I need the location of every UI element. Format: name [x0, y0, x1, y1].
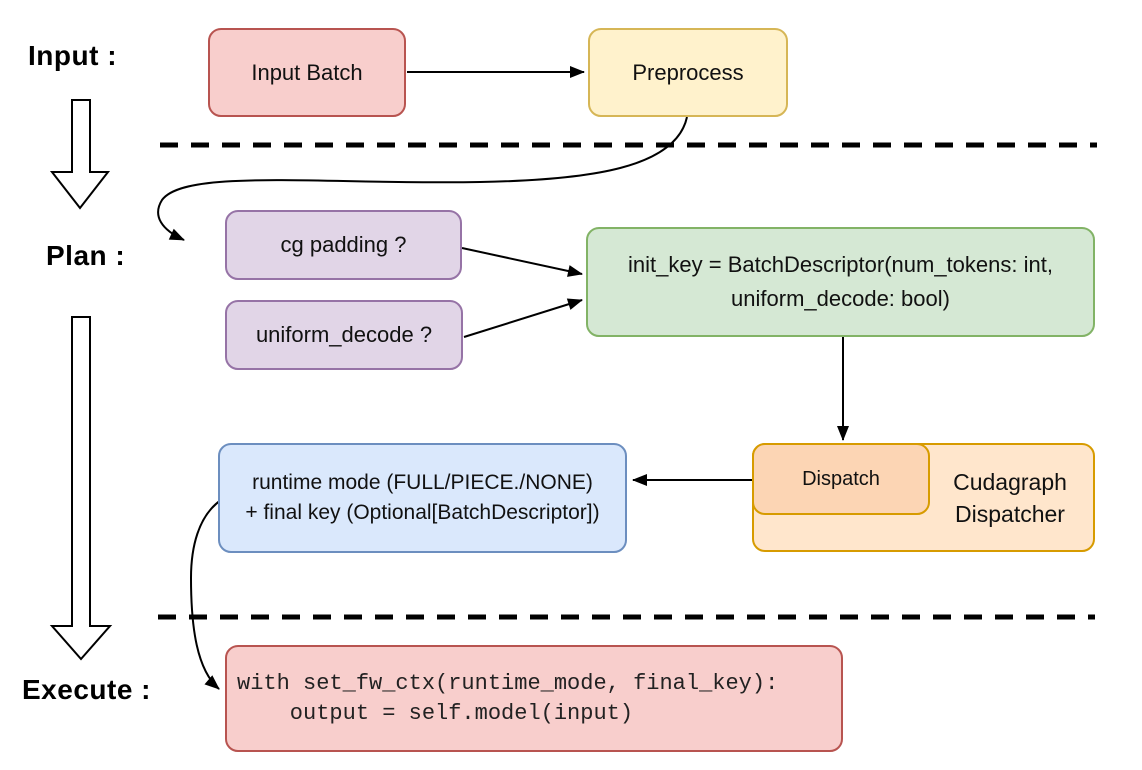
execute-code-line2: output = self.model(input) [237, 700, 634, 726]
execute-code-line1: with set_fw_ctx(runtime_mode, final_key)… [237, 670, 779, 696]
connector-uniformdecode-initkey [463, 298, 583, 338]
stage-label-plan: Plan : [46, 240, 126, 271]
node-uniform-decode-label: uniform_decode ? [255, 322, 433, 347]
node-runtime-mode-line2: + final key (Optional[BatchDescriptor]) [245, 501, 600, 524]
node-init-key-line2: uniform_decode: bool) [731, 286, 950, 311]
stage-label-input: Input : [28, 40, 118, 71]
node-input-batch-label: Input Batch [251, 59, 363, 85]
node-uniform-decode: uniform_decode ? [225, 300, 463, 370]
node-cg-padding: cg padding ? [225, 210, 462, 280]
down-arrow-icon [49, 316, 113, 661]
node-runtime-mode: runtime mode (FULL/PIECE./NONE) + final … [218, 443, 627, 553]
cudagraph-label-line2: Dispatcher [955, 501, 1065, 527]
node-input-batch: Input Batch [208, 28, 406, 117]
cudagraph-label-line1: Cudagraph [953, 469, 1067, 495]
node-execute-code: with set_fw_ctx(runtime_mode, final_key)… [225, 645, 843, 752]
node-runtime-mode-line1: runtime mode (FULL/PIECE./NONE) [252, 471, 593, 494]
node-cudagraph-dispatcher-label: Cudagraph Dispatcher [930, 466, 1090, 530]
node-dispatch: Dispatch [752, 443, 930, 515]
node-cg-padding-label: cg padding ? [280, 232, 407, 257]
connector-runtimemode-execute [189, 499, 222, 690]
node-preprocess-label: Preprocess [632, 59, 744, 85]
node-init-key: init_key = BatchDescriptor(num_tokens: i… [586, 227, 1095, 337]
node-preprocess: Preprocess [588, 28, 788, 117]
stage-label-execute: Execute : [22, 674, 151, 705]
node-dispatch-label: Dispatch [802, 468, 880, 490]
connector-cgpadding-initkey [461, 247, 583, 277]
down-arrow-icon [49, 99, 111, 210]
node-init-key-line1: init_key = BatchDescriptor(num_tokens: i… [628, 252, 1053, 277]
connector-preprocess-cgpadding [157, 116, 688, 241]
